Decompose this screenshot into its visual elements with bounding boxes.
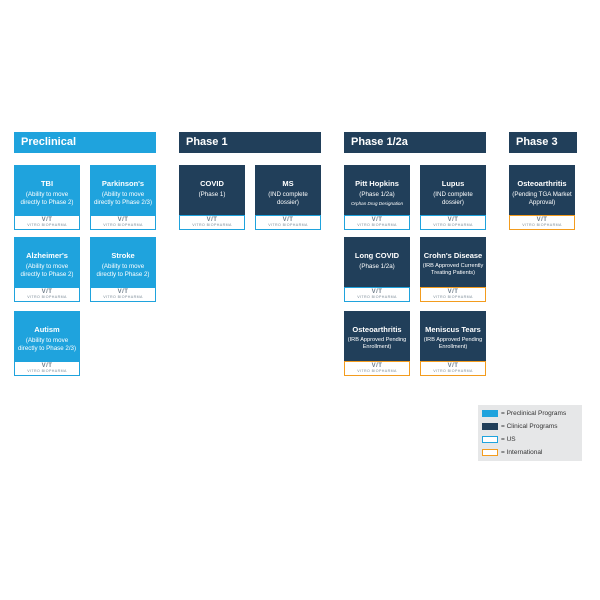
card-name: TBI bbox=[40, 179, 54, 188]
card-osteoarthritis-p3: Osteoarthritis (Pending TGA Market Approv… bbox=[509, 165, 575, 230]
header-phase12a: Phase 1/2a bbox=[344, 132, 486, 153]
card-stroke: Stroke (Ability to move directly to Phase… bbox=[90, 237, 156, 302]
card-osteoarthritis-12a: Osteoarthritis (IRB Approved Pending Enro… bbox=[344, 311, 410, 376]
card-name: Meniscus Tears bbox=[425, 325, 481, 334]
card-desc: (Ability to move directly to Phase 2/3) bbox=[93, 191, 153, 206]
card-autism: Autism (Ability to move directly to Phase… bbox=[14, 311, 80, 376]
card-desc: (Ability to move directly to Phase 2) bbox=[20, 191, 74, 206]
swatch-us bbox=[482, 436, 498, 443]
card-desc: (IND complete dossier) bbox=[433, 191, 473, 206]
card-name: MS bbox=[282, 179, 294, 188]
card-name: Stroke bbox=[111, 251, 135, 260]
card-tbi: TBI (Ability to move directly to Phase 2)… bbox=[14, 165, 80, 230]
card-pitt-hopkins: Pitt Hopkins (Phase 1/2a) Orphan Drug Desi… bbox=[344, 165, 410, 230]
swatch-clinical bbox=[482, 423, 498, 430]
card-desc: (Phase 1/2a) bbox=[359, 191, 395, 198]
legend-row-us: = US bbox=[482, 433, 578, 446]
card-desc: (Ability to move directly to Phase 2) bbox=[20, 263, 74, 278]
card-desc: (Phase 1) bbox=[198, 191, 226, 198]
card-desc: (IND complete dossier) bbox=[268, 191, 308, 206]
header-phase3: Phase 3 bbox=[509, 132, 577, 153]
legend-row-preclinical: = Preclinical Programs bbox=[482, 407, 578, 420]
legend-row-international: = International bbox=[482, 446, 578, 459]
card-name: Pitt Hopkins bbox=[355, 179, 399, 188]
legend-row-clinical: = Clinical Programs bbox=[482, 420, 578, 433]
card-name: Osteoarthritis bbox=[517, 179, 567, 188]
header-phase1: Phase 1 bbox=[179, 132, 321, 153]
card-name: Autism bbox=[34, 325, 60, 334]
swatch-preclinical bbox=[482, 410, 498, 417]
card-desc: (Ability to move directly to Phase 2/3) bbox=[17, 337, 77, 352]
card-name: Alzheimer's bbox=[26, 251, 68, 260]
card-desc: (IRB Approved Pending Enrollment) bbox=[347, 337, 407, 350]
card-desc: (Pending TGA Market Approval) bbox=[512, 191, 572, 206]
card-note: Orphan Drug Designation bbox=[350, 201, 404, 206]
card-name: Parkinson's bbox=[101, 179, 145, 188]
card-name: Osteoarthritis bbox=[352, 325, 402, 334]
card-alzheimers: Alzheimer's (Ability to move directly to … bbox=[14, 237, 80, 302]
card-meniscus-tears: Meniscus Tears (IRB Approved Pending Enro… bbox=[420, 311, 486, 376]
card-desc: (Phase 1/2a) bbox=[359, 263, 395, 270]
legend: = Preclinical Programs = Clinical Progra… bbox=[478, 405, 582, 461]
card-name: Lupus bbox=[441, 179, 465, 188]
card-name: Crohn's Disease bbox=[423, 251, 483, 260]
card-crohns-disease: Crohn's Disease (IRB Approved Currently T… bbox=[420, 237, 486, 302]
card-parkinsons: Parkinson's (Ability to move directly to … bbox=[90, 165, 156, 230]
card-name: COVID bbox=[200, 179, 224, 188]
card-desc: (IRB Approved Pending Enrollment) bbox=[423, 337, 483, 350]
card-desc: (Ability to move directly to Phase 2) bbox=[96, 263, 150, 278]
card-name: Long COVID bbox=[354, 251, 400, 260]
header-preclinical: Preclinical bbox=[14, 132, 156, 153]
card-desc: (IRB Approved Currently Treating Patient… bbox=[422, 263, 484, 276]
swatch-international bbox=[482, 449, 498, 456]
